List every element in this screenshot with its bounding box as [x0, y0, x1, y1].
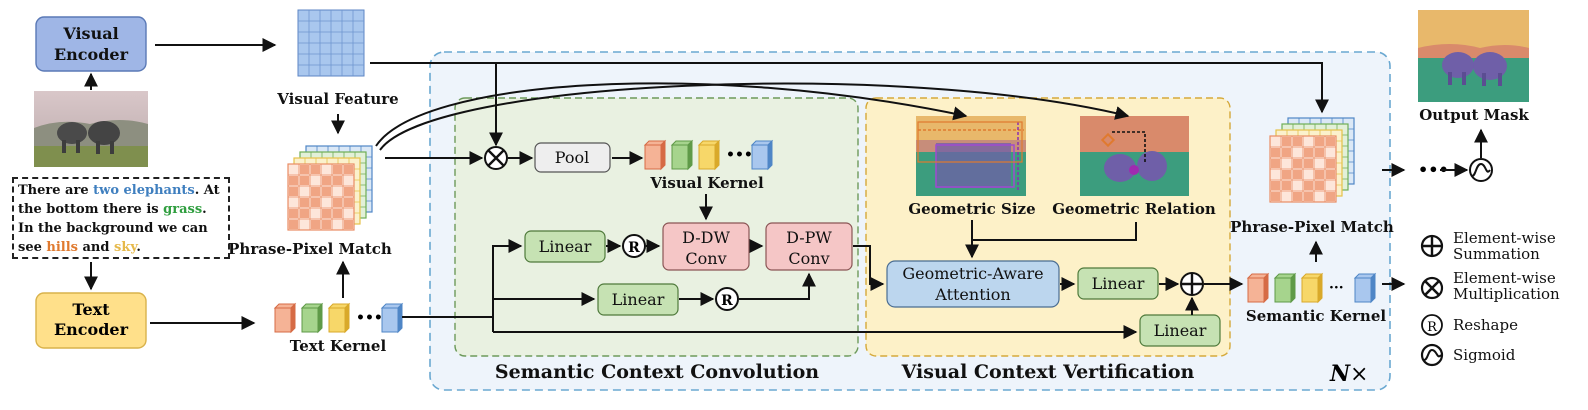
- desc-phrase-sky: sky: [114, 240, 137, 255]
- geometric-relation-image: [1080, 116, 1189, 196]
- visual-feature-grid: [297, 9, 365, 77]
- semantic-kernel-label: Semantic Kernel: [1246, 307, 1386, 325]
- legend-multiplication-icon: [1420, 276, 1444, 300]
- reshape-1-label: R: [628, 240, 640, 256]
- legend-reshape-glyph: R: [1427, 320, 1438, 335]
- repeat-n: N: [1329, 361, 1351, 387]
- svg-text:•••: •••: [356, 310, 383, 326]
- text-kernel-label: Text Kernel: [290, 337, 387, 355]
- visual-context-title: Visual Context Vertification: [901, 361, 1195, 383]
- svg-text:···: ···: [1329, 280, 1344, 296]
- visual-kernel-label: Visual Kernel: [649, 174, 764, 192]
- reshape-2-label: R: [721, 293, 733, 309]
- linear-block-3: [1077, 267, 1159, 300]
- visual-encoder-box: [35, 16, 147, 72]
- desc-text-1: There are: [18, 183, 94, 198]
- sum-node: [1180, 272, 1204, 296]
- multiply-node: [484, 146, 508, 170]
- linear-1-label: Linear: [539, 237, 592, 256]
- dpw-label-1: D-PW: [786, 228, 832, 247]
- output-mask-label: Output Mask: [1419, 106, 1529, 124]
- desc-text-4: and: [77, 240, 115, 255]
- legend-reshape: Reshape: [1453, 316, 1518, 334]
- linear-block-2: [597, 283, 679, 316]
- geometric-aware-attention-block: [886, 260, 1060, 308]
- legend-summation-2: Summation: [1453, 245, 1540, 263]
- semantic-kernel: ···: [1246, 272, 1377, 304]
- phrase-pixel-match-left-label: Phrase-Pixel Match: [228, 240, 392, 258]
- output-mask-image: [1418, 10, 1529, 102]
- geometric-size-label: Geometric Size: [908, 200, 1035, 218]
- gaa-label-2: Attention: [934, 285, 1010, 304]
- visual-feature-label: Visual Feature: [276, 90, 398, 108]
- desc-text-3: . In the background we can see: [18, 202, 208, 255]
- semantic-context-title: Semantic Context Convolution: [495, 361, 819, 383]
- phrase-pixel-match-left: [287, 145, 373, 231]
- legend-reshape-icon: [1421, 314, 1443, 336]
- desc-phrase-elephants: two elephants: [93, 183, 195, 198]
- legend-summation-icon: [1420, 234, 1444, 258]
- text-encoder-box: [35, 292, 147, 349]
- legend-multiplication-1: Element-wise: [1453, 269, 1556, 287]
- desc-text-5: .: [136, 240, 141, 255]
- linear-block-4: [1139, 314, 1221, 347]
- dpw-label-2: Conv: [788, 249, 829, 268]
- pool-block: [534, 142, 611, 173]
- dpw-conv-block: [765, 222, 853, 271]
- connectors: [84, 38, 1488, 339]
- gaa-label-1: Geometric-Aware: [902, 264, 1043, 283]
- pool-label: Pool: [555, 148, 590, 167]
- desc-text-2: . At the bottom there is: [18, 183, 220, 217]
- ddw-conv-block: [662, 222, 750, 271]
- linear-3-label: Linear: [1092, 274, 1145, 293]
- legend-sigmoid: Sigmoid: [1453, 346, 1516, 364]
- input-image: [34, 91, 148, 167]
- phrase-pixel-match-right: [1269, 117, 1355, 203]
- desc-phrase-hills: hills: [46, 240, 78, 255]
- flow-dots: •••: [1418, 160, 1449, 179]
- legend-summation-1: Element-wise: [1453, 229, 1556, 247]
- reshape-node-2: [715, 287, 739, 311]
- repeat-times: ×: [1350, 362, 1368, 387]
- legend-sigmoid-icon: [1420, 343, 1444, 367]
- visual-kernel: •••: [643, 139, 774, 171]
- linear-2-label: Linear: [612, 290, 665, 309]
- ddw-label-1: D-DW: [682, 228, 730, 247]
- ddw-label-2: Conv: [685, 249, 726, 268]
- geometric-size-image: [916, 116, 1026, 196]
- desc-phrase-grass: grass: [163, 202, 203, 217]
- linear-4-label: Linear: [1154, 321, 1207, 340]
- text-description: There are two elephants. At the bottom t…: [12, 177, 230, 259]
- phrase-pixel-match-right-label: Phrase-Pixel Match: [1230, 218, 1394, 236]
- geometric-relation-label: Geometric Relation: [1052, 200, 1216, 218]
- legend-multiplication-2: Multiplication: [1453, 285, 1560, 303]
- linear-block-1: [524, 230, 606, 263]
- svg-text:•••: •••: [726, 147, 753, 163]
- sigmoid-node: [1469, 158, 1493, 182]
- text-kernel: •••: [273, 302, 404, 334]
- reshape-node-1: [622, 234, 646, 258]
